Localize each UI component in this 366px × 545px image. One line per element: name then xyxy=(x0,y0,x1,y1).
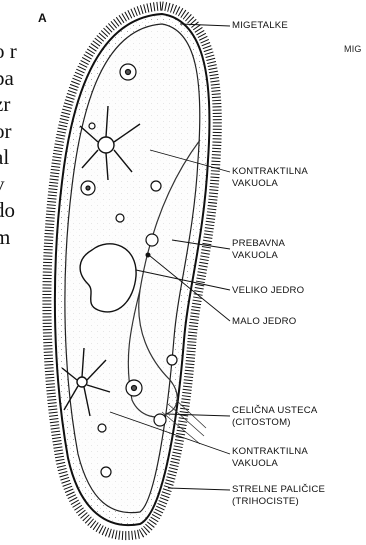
label-cilia: MIGETALKE xyxy=(232,20,288,32)
label-line: (TRIHOCISTE) xyxy=(232,496,325,508)
label-contractile-vacuole-lower: KONTRAKTILNA VAKUOLA xyxy=(232,446,308,469)
label-line: CELIČNA USTECA xyxy=(232,405,317,417)
label-food-vacuole: PREBAVNA VAKUOLA xyxy=(232,238,285,261)
label-line: VAKUOLA xyxy=(232,250,285,262)
label-cytostome: CELIČNA USTECA (CITOSTOM) xyxy=(232,405,317,428)
label-line: MALO JEDRO xyxy=(232,316,296,328)
label-line: VAKUOLA xyxy=(232,178,308,190)
micronucleus xyxy=(146,253,151,258)
label-micronucleus: MALO JEDRO xyxy=(232,316,296,328)
label-line: MIGETALKE xyxy=(232,20,288,32)
label-macronucleus: VELIKO JEDRO xyxy=(232,285,304,297)
label-contractile-vacuole-upper: KONTRAKTILNA VAKUOLA xyxy=(232,166,308,189)
label-line: (CITOSTOM) xyxy=(232,417,317,429)
label-line: VAKUOLA xyxy=(232,458,308,470)
label-line: KONTRAKTILNA xyxy=(232,446,308,458)
label-line: STRELNE PALIČICE xyxy=(232,484,325,496)
label-line: VELIKO JEDRO xyxy=(232,285,304,297)
label-line: PREBAVNA xyxy=(232,238,285,250)
label-trichocysts: STRELNE PALIČICE (TRIHOCISTE) xyxy=(232,484,325,507)
label-line: KONTRAKTILNA xyxy=(232,166,308,178)
